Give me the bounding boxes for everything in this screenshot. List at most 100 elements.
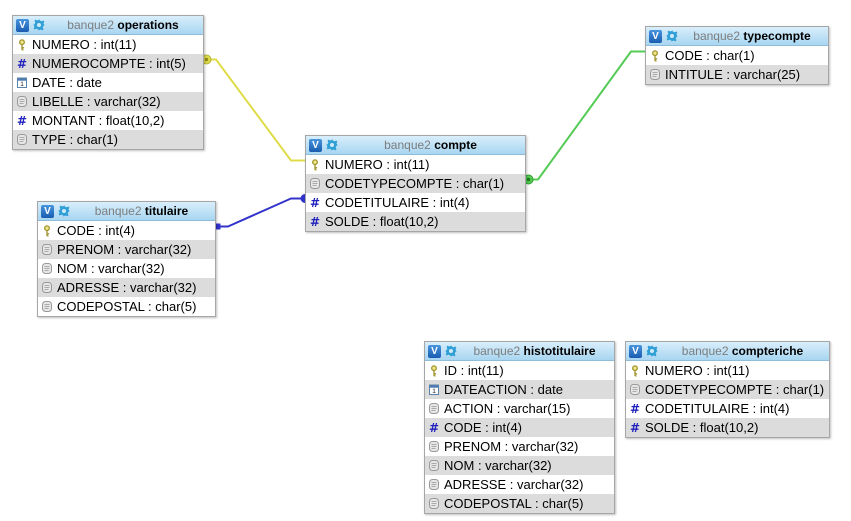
svg-text:1: 1 xyxy=(20,81,24,88)
field-row-histotitulaire-id[interactable]: ID : int(11) xyxy=(425,361,614,380)
field-label: NUMEROCOMPTE : int(5) xyxy=(32,56,186,71)
field-label: ACTION : varchar(15) xyxy=(444,401,571,416)
field-row-operations-montant[interactable]: #MONTANT : float(10,2) xyxy=(13,111,203,130)
text-icon xyxy=(41,282,53,293)
field-row-histotitulaire-action[interactable]: ACTION : varchar(15) xyxy=(425,399,614,418)
relation-compte-to-typecompte xyxy=(523,50,645,185)
primary-key-icon xyxy=(44,224,50,237)
text-icon xyxy=(309,178,321,189)
toggle-v-icon[interactable]: V xyxy=(649,29,662,43)
field-row-compteriche-solde[interactable]: #SOLDE : float(10,2) xyxy=(626,418,829,437)
field-label: MONTANT : float(10,2) xyxy=(32,113,165,128)
text-icon xyxy=(16,134,28,145)
table-title: banque2 histotitulaire xyxy=(460,344,611,358)
text-icon xyxy=(428,441,440,452)
table-options-gear-icon[interactable] xyxy=(444,345,457,358)
field-row-titulaire-codepostal[interactable]: CODEPOSTAL : char(5) xyxy=(38,297,215,316)
table-name: typecompte xyxy=(743,29,811,43)
field-row-titulaire-nom[interactable]: NOM : varchar(32) xyxy=(38,259,215,278)
field-row-histotitulaire-adresse[interactable]: ADRESSE : varchar(32) xyxy=(425,475,614,494)
field-label: NUMERO : int(11) xyxy=(645,363,750,378)
field-label: CODETYPECOMPTE : char(1) xyxy=(325,176,505,191)
field-row-compteriche-codetitulaire[interactable]: #CODETITULAIRE : int(4) xyxy=(626,399,829,418)
table-options-gear-icon[interactable] xyxy=(645,345,658,358)
field-row-titulaire-prenom[interactable]: PRENOM : varchar(32) xyxy=(38,240,215,259)
db-name: banque2 xyxy=(94,204,142,218)
table-options-gear-icon[interactable] xyxy=(32,19,45,32)
primary-key-icon xyxy=(19,38,25,51)
field-row-compte-codetitulaire[interactable]: #CODETITULAIRE : int(4) xyxy=(306,193,525,212)
field-label: CODE : int(4) xyxy=(57,223,136,238)
field-row-compte-codetypecompte[interactable]: CODETYPECOMPTE : char(1) xyxy=(306,174,525,193)
primary-key-icon xyxy=(431,364,437,377)
table-title: banque2 typecompte xyxy=(681,29,825,43)
field-label: CODEPOSTAL : char(5) xyxy=(444,496,584,511)
field-label: LIBELLE : varchar(32) xyxy=(32,94,161,109)
field-label: SOLDE : float(10,2) xyxy=(645,420,759,435)
toggle-v-icon[interactable]: V xyxy=(428,344,441,358)
field-label: CODE : char(1) xyxy=(665,48,755,63)
field-label: ADRESSE : varchar(32) xyxy=(57,280,197,295)
field-label: PRENOM : varchar(32) xyxy=(444,439,579,454)
field-label: CODEPOSTAL : char(5) xyxy=(57,299,197,314)
field-label: ADRESSE : varchar(32) xyxy=(444,477,584,492)
key-icon xyxy=(309,158,321,171)
field-row-titulaire-adresse[interactable]: ADRESSE : varchar(32) xyxy=(38,278,215,297)
field-label: CODETITULAIRE : int(4) xyxy=(645,401,790,416)
toggle-v-icon[interactable]: V xyxy=(16,18,29,32)
table-options-gear-icon[interactable] xyxy=(325,139,338,152)
field-label: NOM : varchar(32) xyxy=(444,458,552,473)
field-row-compte-solde[interactable]: #SOLDE : float(10,2) xyxy=(306,212,525,231)
table-title: banque2 compte xyxy=(341,138,522,152)
table-title: banque2 operations xyxy=(48,18,200,32)
table-name: operations xyxy=(117,18,179,32)
field-row-operations-type[interactable]: TYPE : char(1) xyxy=(13,130,203,149)
field-row-compte-numero[interactable]: NUMERO : int(11) xyxy=(306,155,525,174)
toggle-v-icon[interactable]: V xyxy=(629,344,642,358)
db-name: banque2 xyxy=(473,344,521,358)
field-row-operations-numero[interactable]: NUMERO : int(11) xyxy=(13,35,203,54)
db-name: banque2 xyxy=(693,29,740,43)
field-label: NUMERO : int(11) xyxy=(325,157,430,172)
field-row-typecompte-code[interactable]: CODE : char(1) xyxy=(646,46,828,65)
field-row-histotitulaire-prenom[interactable]: PRENOM : varchar(32) xyxy=(425,437,614,456)
field-row-compteriche-numero[interactable]: NUMERO : int(11) xyxy=(626,361,829,380)
table-options-gear-icon[interactable] xyxy=(665,30,678,43)
field-row-typecompte-intitule[interactable]: INTITULE : varchar(25) xyxy=(646,65,828,84)
field-row-operations-numerocompte[interactable]: # NUMEROCOMPTE : int(5) xyxy=(13,54,203,73)
field-label: ID : int(11) xyxy=(444,363,504,378)
text-icon xyxy=(649,69,661,80)
toggle-v-icon[interactable]: V xyxy=(41,204,54,218)
field-row-compteriche-codetypecompte[interactable]: CODETYPECOMPTE : char(1) xyxy=(626,380,829,399)
field-row-histotitulaire-codepostal[interactable]: CODEPOSTAL : char(5) xyxy=(425,494,614,513)
field-row-histotitulaire-code[interactable]: #CODE : int(4) xyxy=(425,418,614,437)
field-label: NUMERO : int(11) xyxy=(32,37,137,52)
text-icon xyxy=(428,498,440,509)
text-icon xyxy=(428,460,440,471)
key-icon xyxy=(16,38,28,51)
calendar-icon: 1 xyxy=(16,77,28,88)
calendar-icon: 1 xyxy=(428,384,440,395)
toggle-v-icon[interactable]: V xyxy=(309,138,322,152)
field-row-histotitulaire-nom[interactable]: NOM : varchar(32) xyxy=(425,456,614,475)
field-row-operations-libelle[interactable]: LIBELLE : varchar(32) xyxy=(13,92,203,111)
field-row-titulaire-code[interactable]: CODE : int(4) xyxy=(38,221,215,240)
hash-icon: # xyxy=(16,56,28,71)
table-options-gear-icon[interactable] xyxy=(57,205,70,218)
key-icon xyxy=(428,364,440,377)
